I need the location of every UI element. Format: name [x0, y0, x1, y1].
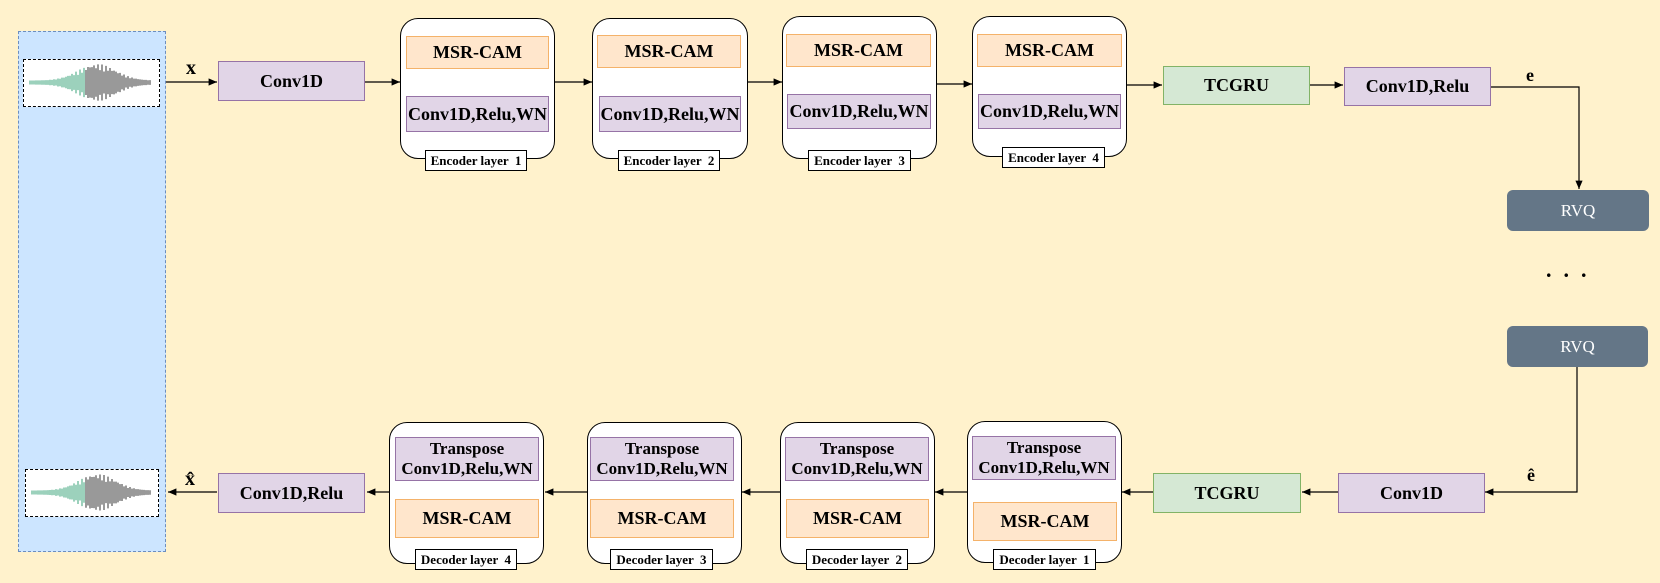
encoder-layer-2-msr-cam: MSR-CAM — [597, 35, 741, 68]
encoder-input-conv: Conv1D — [218, 61, 365, 101]
encoder-layer-3-msr-cam: MSR-CAM — [786, 34, 931, 67]
encoder-layer-4-label: Encoder layer 4 — [1002, 147, 1105, 168]
encoder-output-conv: Conv1D,Relu — [1344, 67, 1491, 106]
encoder-layer-1-label: Encoder layer 1 — [425, 150, 527, 171]
output-waveform — [25, 469, 159, 517]
decoder-layer-2-conv: Transpose Conv1D,Relu,WN — [785, 437, 929, 481]
encoder-layer-1-conv: Conv1D,Relu,WN — [406, 96, 549, 132]
decoder-layer-3-msr-cam: MSR-CAM — [590, 499, 734, 538]
rvq-ellipsis: ... — [1546, 257, 1599, 282]
input-waveform — [23, 59, 160, 107]
decoder-input-conv: Conv1D — [1338, 473, 1485, 513]
decoder-layer-1-conv: Transpose Conv1D,Relu,WN — [972, 436, 1116, 480]
decoder-tcgru: TCGRU — [1153, 473, 1301, 513]
rvq-bottom: RVQ — [1507, 326, 1648, 367]
latent-hat-symbol: ê — [1527, 465, 1535, 485]
audio-panel — [18, 31, 166, 552]
decoder-layer-3-conv: Transpose Conv1D,Relu,WN — [590, 437, 734, 481]
encoder-layer-2-conv: Conv1D,Relu,WN — [599, 96, 741, 132]
decoder-layer-2-msr-cam: MSR-CAM — [786, 499, 929, 538]
decoder-layer-4-label: Decoder layer 4 — [415, 549, 517, 570]
latent-symbol: e — [1526, 65, 1534, 85]
input-waveform-icon — [29, 64, 151, 101]
decoder-layer-1-label: Decoder layer 1 — [993, 549, 1096, 570]
encoder-layer-1-msr-cam: MSR-CAM — [406, 36, 549, 69]
encoder-layer-2-label: Encoder layer 2 — [618, 150, 720, 171]
decoder-layer-4-conv: Transpose Conv1D,Relu,WN — [395, 437, 539, 481]
encoder-layer-4-msr-cam: MSR-CAM — [977, 34, 1122, 67]
input-symbol: x — [186, 57, 196, 79]
encoder-layer-3-label: Encoder layer 3 — [808, 150, 911, 171]
decoder-layer-4-msr-cam: MSR-CAM — [395, 499, 539, 538]
decoder-layer-2-label: Decoder layer 2 — [806, 549, 908, 570]
decoder-output-conv: Conv1D,Relu — [218, 473, 365, 513]
decoder-layer-1-msr-cam: MSR-CAM — [973, 502, 1117, 541]
encoder-layer-3-conv: Conv1D,Relu,WN — [787, 94, 931, 129]
output-symbol: x̂ — [185, 468, 195, 490]
rvq-top: RVQ — [1507, 190, 1649, 231]
output-waveform-icon — [31, 474, 151, 511]
decoder-layer-3-label: Decoder layer 3 — [610, 549, 713, 570]
encoder-layer-4-conv: Conv1D,Relu,WN — [978, 94, 1121, 129]
encoder-tcgru: TCGRU — [1163, 66, 1310, 105]
